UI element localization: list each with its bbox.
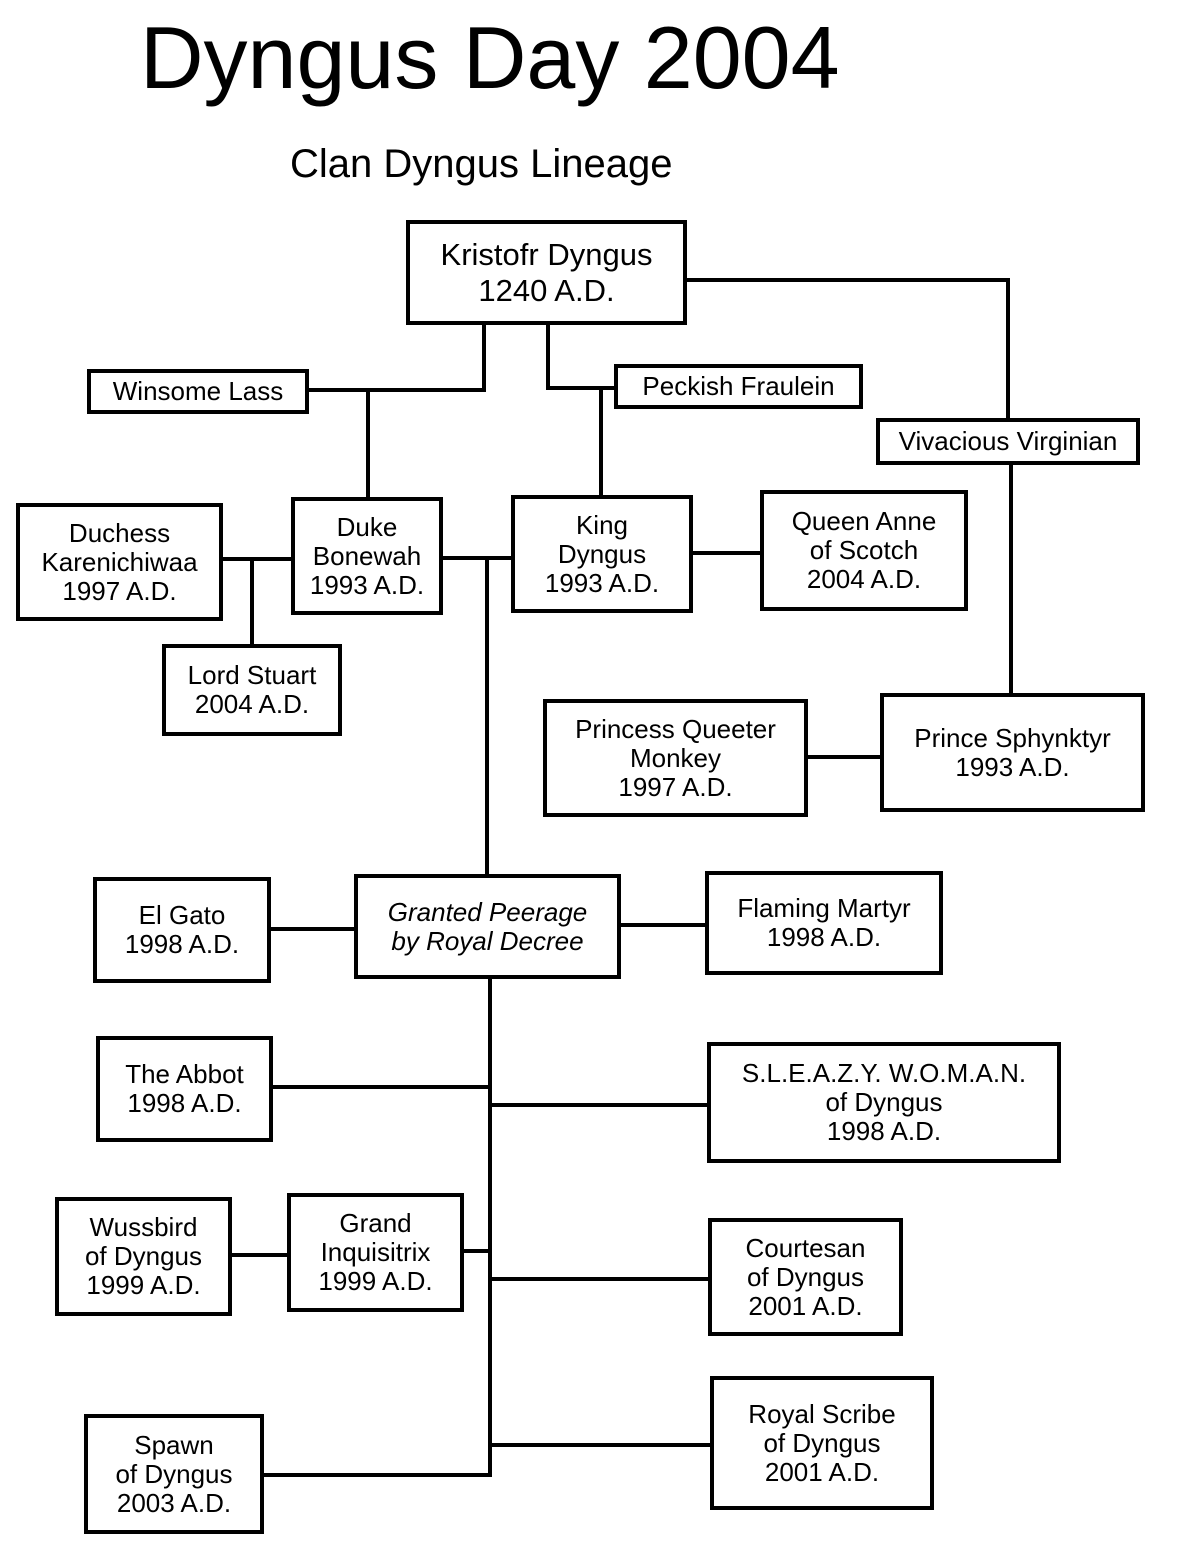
node-label: Flaming Martyr <box>737 893 911 923</box>
node-label: El Gato <box>138 900 226 930</box>
node-label: 1999 A.D. <box>86 1270 201 1300</box>
page-title: Dyngus Day 2004 <box>140 8 840 107</box>
node-winsome-lass: Winsome Lass <box>87 369 309 414</box>
node-peckish-fraulein: Peckish Fraulein <box>614 364 863 409</box>
node-label: of Dyngus <box>763 1427 881 1458</box>
node-lord-stuart: Lord Stuart 2004 A.D. <box>162 644 342 736</box>
node-label: Winsome Lass <box>112 376 284 406</box>
node-label: 1997 A.D. <box>62 575 177 606</box>
node-label: Vivacious Virginian <box>898 426 1118 456</box>
node-label: 2003 A.D. <box>116 1487 232 1518</box>
node-label: 2001 A.D. <box>748 1290 863 1321</box>
node-label: 2004 A.D. <box>806 564 922 594</box>
node-spawn: Spawn of Dyngus 2003 A.D. <box>84 1414 264 1534</box>
node-label: 2004 A.D. <box>194 689 310 719</box>
node-label: Duchess <box>68 517 171 548</box>
node-the-abbot: The Abbot 1998 A.D. <box>96 1036 273 1142</box>
node-duchess-karenichiwaa: Duchess Karenichiwaa 1997 A.D. <box>16 503 223 621</box>
node-kristofr-dyngus: Kristofr Dyngus 1240 A.D. <box>406 220 687 325</box>
node-label: S.L.E.A.Z.Y. W.O.M.A.N. <box>741 1058 1027 1088</box>
node-label: Royal Scribe <box>748 1398 896 1429</box>
node-label: 1240 A.D. <box>478 272 615 308</box>
node-label: Inquisitrix <box>320 1237 431 1267</box>
node-label: by Royal Decree <box>391 925 584 956</box>
node-label: of Dyngus <box>84 1241 203 1271</box>
node-duke-bonewah: Duke Bonewah 1993 A.D. <box>291 497 443 615</box>
node-label: 1993 A.D. <box>955 751 1070 782</box>
node-label: King <box>575 509 629 540</box>
node-label: The Abbot <box>125 1059 244 1089</box>
node-label: of Dyngus <box>825 1087 943 1117</box>
node-vivacious-virginian: Vivacious Virginian <box>876 418 1140 465</box>
node-queen-anne: Queen Anne of Scotch 2004 A.D. <box>760 490 968 611</box>
node-label: Monkey <box>629 742 722 773</box>
node-label: 1997 A.D. <box>618 771 733 802</box>
node-label: 1993 A.D. <box>309 569 425 600</box>
node-label: 1998 A.D. <box>766 922 882 952</box>
node-el-gato: El Gato 1998 A.D. <box>93 877 271 983</box>
node-label: of Dyngus <box>746 1261 865 1292</box>
node-label: 1998 A.D. <box>127 1088 242 1118</box>
node-label: Peckish Fraulein <box>642 371 835 401</box>
node-label: of Dyngus <box>115 1458 233 1489</box>
node-label: Lord Stuart <box>187 660 317 690</box>
node-courtesan: Courtesan of Dyngus 2001 A.D. <box>708 1218 903 1336</box>
node-king-dyngus: King Dyngus 1993 A.D. <box>511 495 693 613</box>
node-flaming-martyr: Flaming Martyr 1998 A.D. <box>705 871 943 975</box>
node-wussbird: Wussbird of Dyngus 1999 A.D. <box>55 1197 232 1316</box>
node-label: 2001 A.D. <box>764 1456 880 1487</box>
node-label: Courtesan <box>745 1232 866 1263</box>
node-label: 1998 A.D. <box>124 929 240 959</box>
node-label: 1998 A.D. <box>826 1116 942 1146</box>
node-prince-sphynktyr: Prince Sphynktyr 1993 A.D. <box>880 693 1145 812</box>
node-princess-queeter-monkey: Princess Queeter Monkey 1997 A.D. <box>543 699 808 817</box>
node-label: 1999 A.D. <box>318 1266 433 1296</box>
node-sleazy-woman: S.L.E.A.Z.Y. W.O.M.A.N. of Dyngus 1998 A… <box>707 1042 1061 1163</box>
node-grand-inquisitrix: Grand Inquisitrix 1999 A.D. <box>287 1193 464 1312</box>
node-label: Dyngus <box>557 538 647 569</box>
node-label: 1993 A.D. <box>544 567 660 598</box>
node-label: Bonewah <box>312 540 422 571</box>
node-label: Princess Queeter <box>575 713 776 744</box>
node-label: of Scotch <box>809 535 919 565</box>
node-label: Kristofr Dyngus <box>440 236 653 272</box>
node-label: Spawn <box>134 1429 214 1460</box>
node-label: Queen Anne <box>791 506 937 536</box>
node-label: Wussbird <box>89 1212 198 1242</box>
node-label: Grand <box>339 1208 412 1238</box>
page-subtitle: Clan Dyngus Lineage <box>290 142 673 186</box>
node-label: Karenichiwaa <box>41 546 198 577</box>
node-label: Prince Sphynktyr <box>914 722 1111 753</box>
node-granted-peerage: Granted Peerage by Royal Decree <box>354 874 621 979</box>
node-royal-scribe: Royal Scribe of Dyngus 2001 A.D. <box>710 1376 934 1510</box>
node-label: Duke <box>336 511 398 542</box>
node-label: Granted Peerage <box>387 896 588 927</box>
